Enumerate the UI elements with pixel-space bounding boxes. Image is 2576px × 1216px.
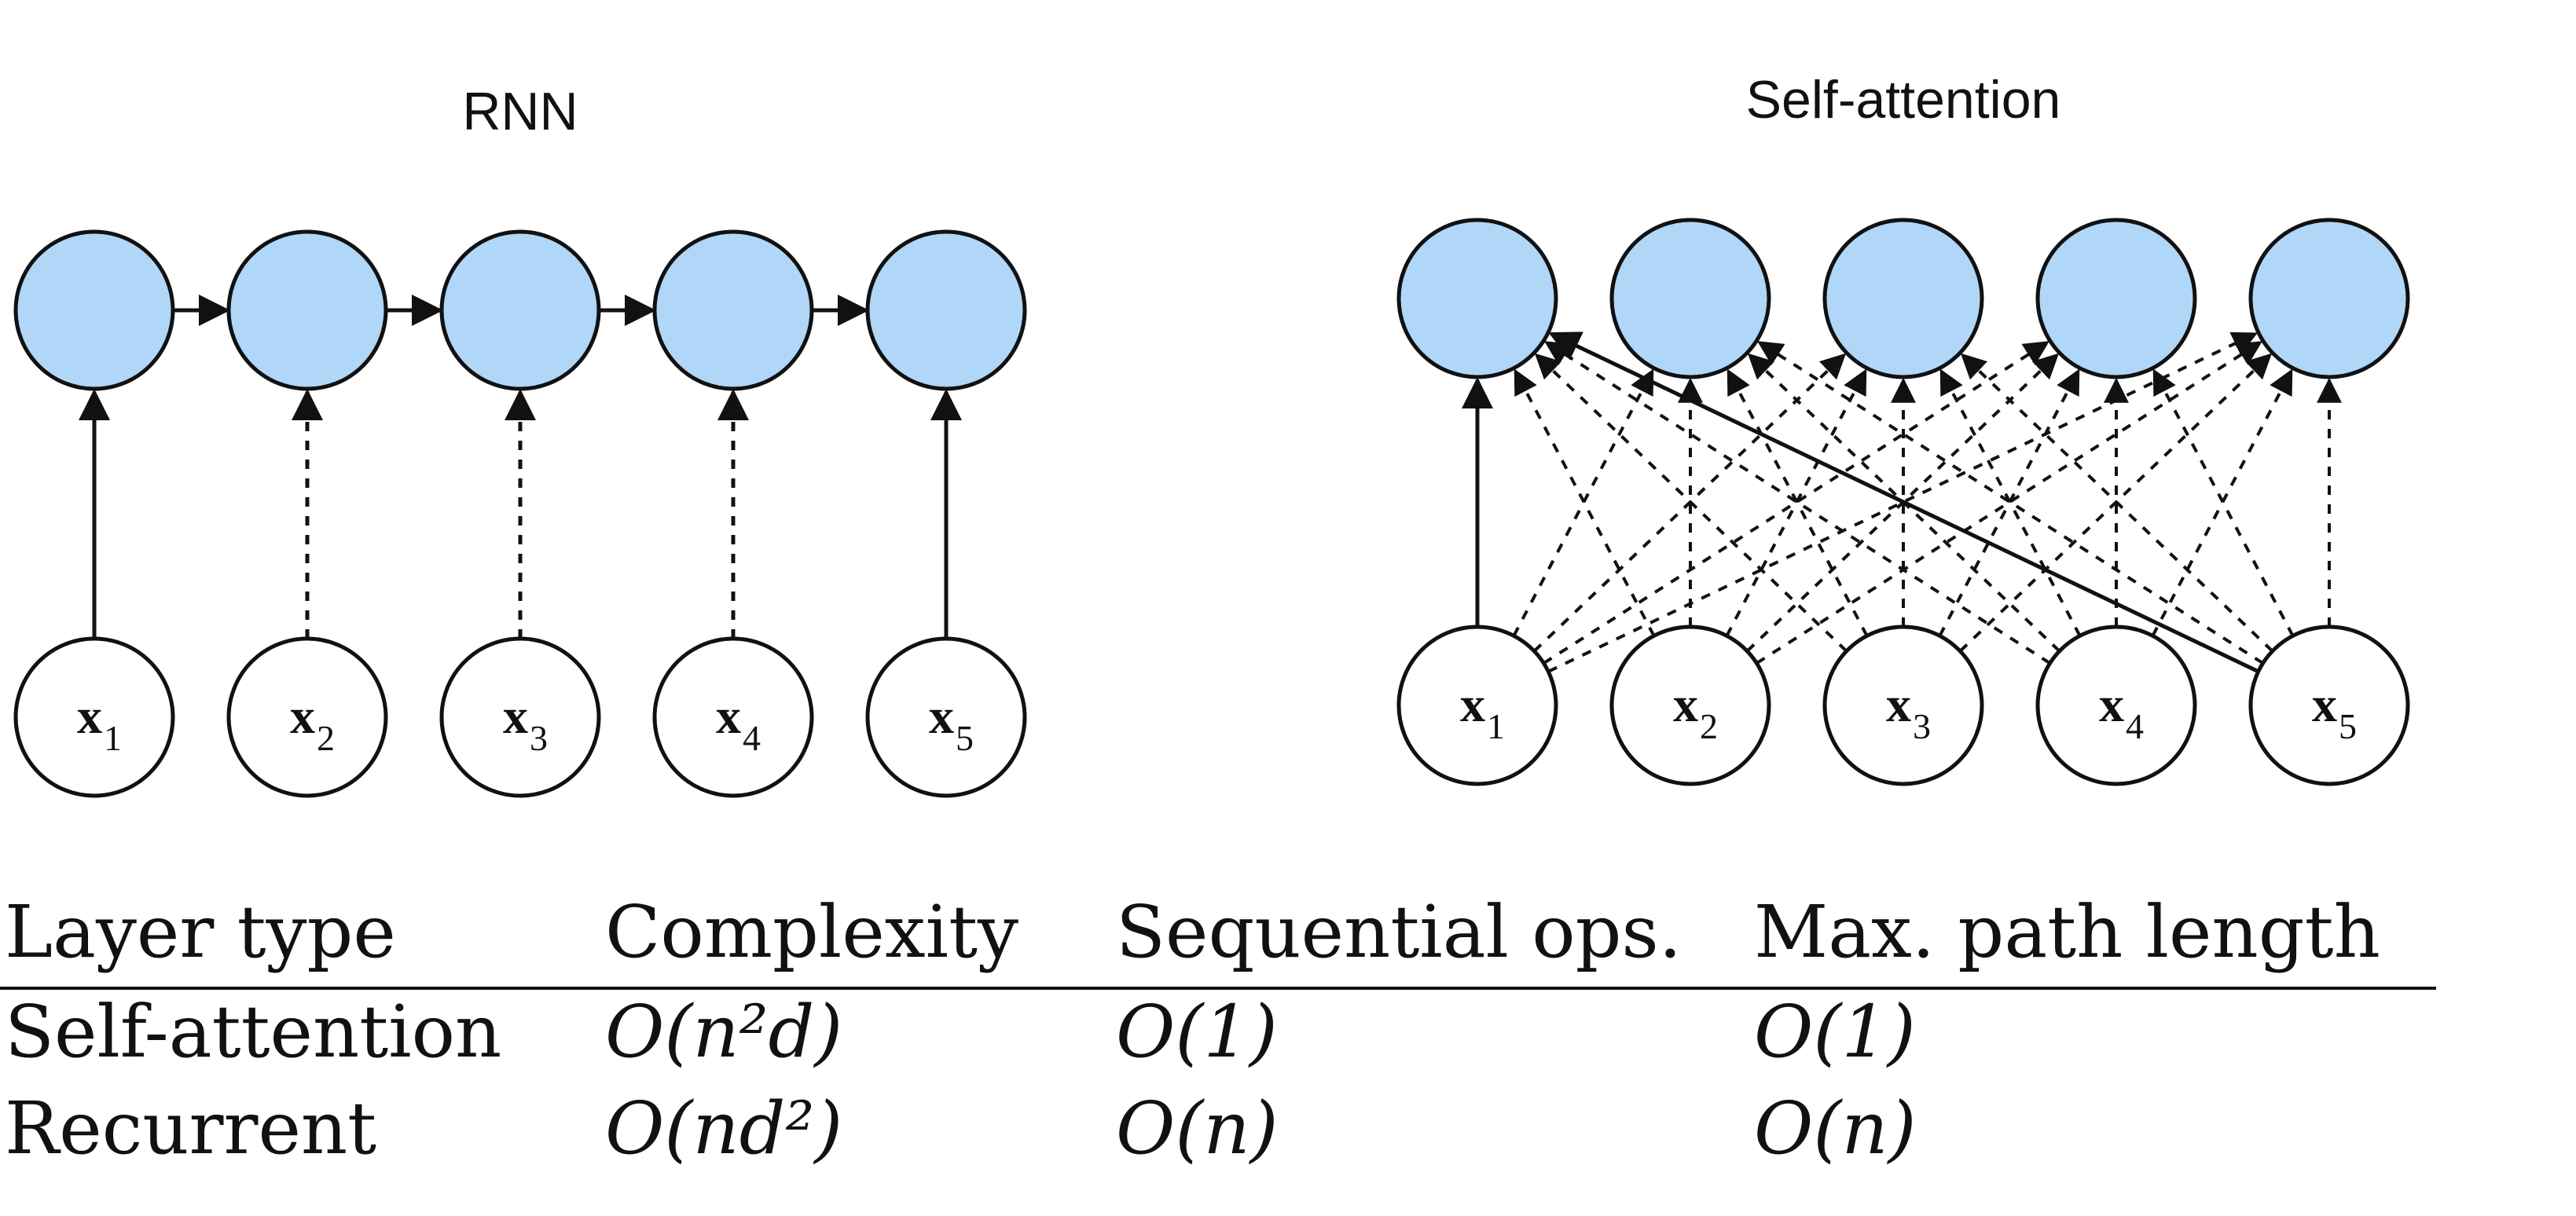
rnn-title: RNN	[462, 82, 578, 141]
input-subscript-3: 3	[530, 718, 548, 758]
row-self-attention-sequential: O(1)	[1116, 990, 1278, 1074]
self-attention-title: Self-attention	[1746, 70, 2061, 130]
input-subscript-1: 1	[104, 718, 122, 758]
table-header-sequential-ops: Sequential ops.	[1116, 890, 1682, 974]
input-label-x5: x	[2312, 676, 2337, 732]
attention-output-node	[1822, 218, 1984, 379]
row-recurrent-complexity: O(nd²)	[605, 1086, 842, 1170]
attention-input-node	[2035, 624, 2197, 786]
table-header-layer-type: Layer type	[5, 890, 396, 974]
row-self-attention-complexity: O(n²d)	[605, 990, 842, 1074]
table-header-complexity: Complexity	[605, 890, 1018, 974]
rnn-hidden-node	[226, 229, 388, 391]
attention-input-node	[1609, 624, 1771, 786]
row-recurrent-sequential: O(n)	[1116, 1086, 1278, 1170]
input-label-x3: x	[1886, 676, 1911, 732]
attention-link	[1534, 353, 1848, 653]
attention-input-node	[1822, 624, 1984, 786]
rnn-hidden-node	[865, 229, 1027, 391]
input-subscript-5: 5	[956, 718, 974, 758]
input-subscript-3: 3	[1913, 706, 1931, 746]
attention-link	[1514, 368, 1656, 637]
input-subscript-5: 5	[2339, 706, 2357, 746]
attention-link	[1757, 341, 2264, 665]
input-label-x1: x	[1460, 676, 1485, 732]
input-label-x2: x	[1673, 676, 1698, 732]
input-subscript-2: 2	[317, 718, 335, 758]
input-label-x3: x	[503, 688, 528, 744]
attention-link	[1960, 353, 2274, 653]
row-self-attention-layer: Self-attention	[5, 990, 501, 1074]
attention-link	[1725, 368, 1867, 637]
input-label-x4: x	[716, 688, 741, 744]
attention-link	[2151, 368, 2293, 637]
input-subscript-4: 4	[743, 718, 761, 758]
rnn-input-node	[226, 636, 388, 798]
attention-link	[1548, 331, 2259, 674]
rnn-input-node	[13, 636, 175, 798]
row-recurrent-layer: Recurrent	[5, 1086, 376, 1170]
rnn-input-node	[865, 636, 1027, 798]
row-recurrent-path: O(n)	[1754, 1086, 1916, 1170]
attention-link	[1939, 368, 2082, 637]
attention-output-node	[1396, 218, 1558, 379]
input-subscript-4: 4	[2126, 706, 2144, 746]
attention-link	[1543, 341, 2049, 665]
attention-link	[1727, 368, 1869, 637]
attention-link	[1512, 368, 1654, 637]
attention-output-node	[2248, 218, 2410, 379]
attention-link	[2152, 368, 2295, 637]
input-label-x5: x	[929, 688, 954, 744]
attention-link	[1938, 368, 2080, 637]
complexity-table: Layer type Complexity Sequential ops. Ma…	[0, 890, 2436, 1170]
table-header-max-path-length: Max. path length	[1754, 890, 2380, 974]
input-label-x2: x	[290, 688, 315, 744]
input-subscript-2: 2	[1700, 706, 1718, 746]
input-label-x1: x	[77, 688, 102, 744]
row-self-attention-path: O(1)	[1754, 990, 1916, 1074]
rnn-hidden-node	[13, 229, 175, 391]
attention-input-node	[2248, 624, 2410, 786]
input-subscript-1: 1	[1487, 706, 1505, 746]
rnn-input-node	[652, 636, 814, 798]
attention-output-node	[2035, 218, 2197, 379]
input-label-x4: x	[2099, 676, 2124, 732]
rnn-hidden-node	[439, 229, 601, 391]
attention-link	[1544, 341, 2051, 665]
attention-link	[1756, 341, 2262, 665]
attention-input-node	[1396, 624, 1558, 786]
attention-output-node	[1609, 218, 1771, 379]
rnn-input-node	[439, 636, 601, 798]
rnn-hidden-node	[652, 229, 814, 391]
